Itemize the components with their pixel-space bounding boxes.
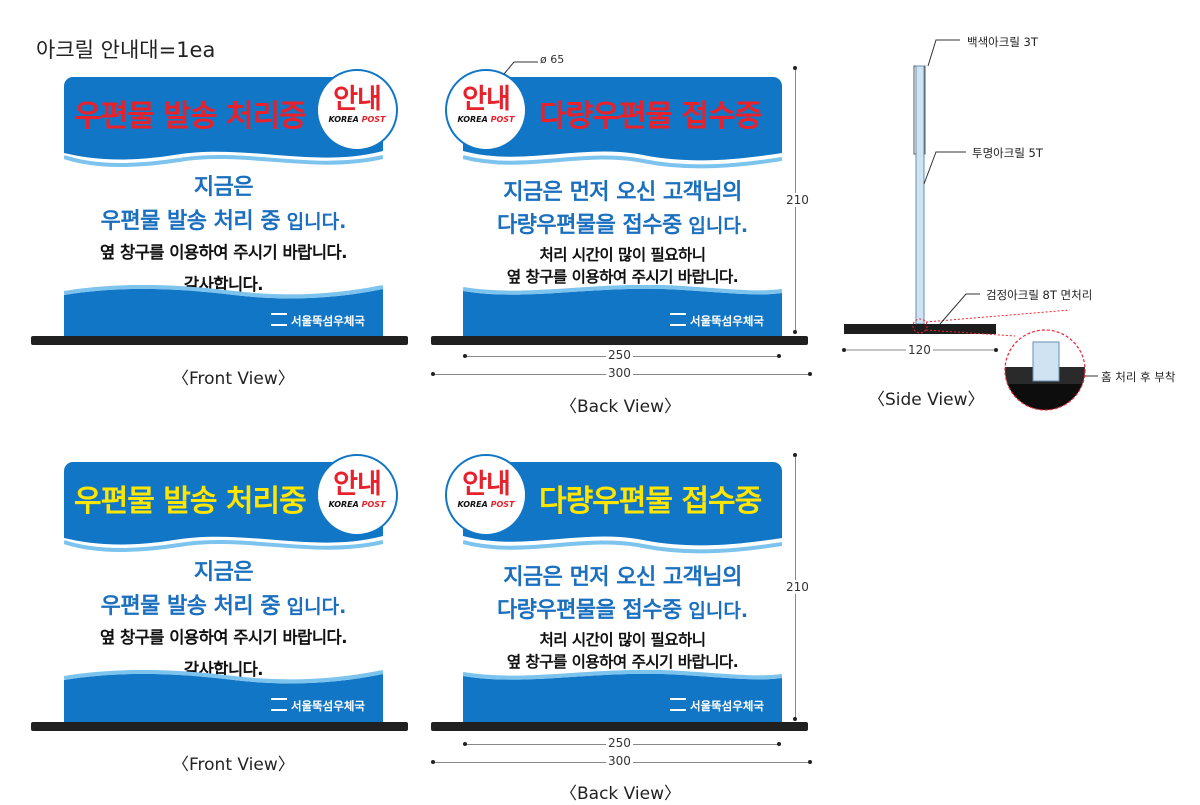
back-sign-red: 안내 KOREA POST 다량우편물 접수중 지금은 먼저 오신 고객님의 다… xyxy=(445,69,782,337)
body-line-1: 지금은 xyxy=(193,560,254,585)
dim-endpoint xyxy=(463,354,467,358)
clear-acrylic-label: 투명아크릴 5T xyxy=(972,146,1043,160)
badge-text: 안내 xyxy=(333,84,382,115)
top-wave xyxy=(64,133,383,167)
body-line-4: 옆 창구를 이용하여 주시기 바랍니다. xyxy=(506,268,739,286)
dim-endpoint xyxy=(777,742,781,746)
guide-badge: 안내 KOREA POST xyxy=(316,454,398,536)
korea-post-text: KOREA POST xyxy=(457,500,515,509)
badge-text: 안내 xyxy=(462,84,511,115)
body-line-2: 다량우편물을 접수중 입니다. xyxy=(496,213,749,238)
front-view-label: 〈Front View〉 xyxy=(172,755,295,775)
dim-endpoint xyxy=(808,760,812,764)
bottom-band xyxy=(463,688,782,722)
dim-endpoint xyxy=(808,372,812,376)
bottom-band xyxy=(64,303,383,337)
back-base xyxy=(431,336,808,345)
front-base xyxy=(31,336,408,345)
body-line-4: 옆 창구를 이용하여 주시기 바랍니다. xyxy=(506,653,739,671)
page-title: 아크릴 안내대=1ea xyxy=(36,38,216,62)
white-acrylic-label: 백색아크릴 3T xyxy=(967,35,1038,49)
inner-width-dimension: 250 xyxy=(606,348,633,362)
inner-width-dimension: 250 xyxy=(606,736,633,750)
back-base xyxy=(431,722,808,731)
sign-title: 우편물 발송 처리중 xyxy=(74,99,307,134)
dim-endpoint xyxy=(431,760,435,764)
top-wave xyxy=(463,133,782,169)
body-line-2: 우편물 발송 처리 중 입니다. xyxy=(100,594,347,619)
dim-endpoint xyxy=(463,742,467,746)
groove-label: 홈 처리 후 부착 xyxy=(1101,370,1176,384)
radius-leader-line xyxy=(503,61,538,75)
front-sign-yellow: 우편물 발송 처리중 안내 KOREA POST 지금은 우편물 발송 처리 중… xyxy=(64,454,398,722)
guide-badge: 안내 KOREA POST xyxy=(445,454,527,536)
bottom-band xyxy=(463,303,782,337)
sign-title: 다량우편물 접수중 xyxy=(539,99,762,134)
sign-title: 우편물 발송 처리중 xyxy=(74,484,307,519)
guide-badge: 안내 KOREA POST xyxy=(445,69,527,151)
outer-width-dimension: 300 xyxy=(606,366,633,380)
height-dimension: 210 xyxy=(784,580,811,594)
top-wave xyxy=(64,518,383,552)
body-line-1: 지금은 먼저 오신 고객님의 xyxy=(503,180,742,205)
front-sign-red: 우편물 발송 처리중 안내 KOREA POST 지금은 우편물 발송 처리 중… xyxy=(64,69,398,337)
height-dimension: 210 xyxy=(784,193,811,207)
footer-org: 서울뚝섬우체국 xyxy=(669,313,764,329)
back-view-label: 〈Back View〉 xyxy=(560,784,682,804)
bottom-wave xyxy=(64,670,383,690)
outer-width-dimension: 300 xyxy=(606,754,633,768)
korea-post-text: KOREA POST xyxy=(328,115,386,124)
post-logo-icon xyxy=(669,313,686,326)
front-base xyxy=(31,722,408,731)
badge-text: 안내 xyxy=(333,469,382,500)
body-line-2: 우편물 발송 처리 중 입니다. xyxy=(100,209,347,234)
body-line-1: 지금은 먼저 오신 고객님의 xyxy=(503,565,742,590)
body-line-2: 다량우편물을 접수중 입니다. xyxy=(496,598,749,623)
post-logo-icon xyxy=(669,698,686,711)
front-view-label: 〈Front View〉 xyxy=(172,369,295,389)
bottom-wave xyxy=(463,670,782,690)
footer-org: 서울뚝섬우체국 xyxy=(669,698,764,714)
body-line-3: 옆 창구를 이용하여 주시기 바랍니다. xyxy=(100,628,347,647)
sign-body: 지금은 우편물 발송 처리 중 입니다. 옆 창구를 이용하여 주시기 바랍니다… xyxy=(64,169,383,295)
body-line-3: 처리 시간이 많이 필요하니 xyxy=(539,631,706,649)
dim-endpoint xyxy=(793,330,797,334)
post-logo-icon xyxy=(270,698,287,711)
dim-endpoint xyxy=(793,66,797,70)
side-base-dimension: 120 xyxy=(906,343,933,357)
side-view-drawing xyxy=(842,39,1098,411)
top-wave xyxy=(463,518,782,554)
footer-org: 서울뚝섬우체국 xyxy=(270,313,365,329)
badge-text: 안내 xyxy=(462,469,511,500)
body-line-3: 옆 창구를 이용하여 주시기 바랍니다. xyxy=(100,243,347,262)
korea-post-text: KOREA POST xyxy=(328,500,386,509)
bottom-wave xyxy=(64,285,383,305)
post-logo-icon xyxy=(270,313,287,326)
bottom-wave xyxy=(463,285,782,305)
radius-dimension: ø 65 xyxy=(538,53,567,66)
dim-endpoint xyxy=(793,717,797,721)
guide-badge: 안내 KOREA POST xyxy=(316,69,398,151)
sign-body: 지금은 우편물 발송 처리 중 입니다. 옆 창구를 이용하여 주시기 바랍니다… xyxy=(64,554,383,680)
body-line-3: 처리 시간이 많이 필요하니 xyxy=(539,246,706,264)
back-view-label: 〈Back View〉 xyxy=(560,397,682,417)
sign-title: 다량우편물 접수중 xyxy=(539,484,762,519)
dim-endpoint xyxy=(777,354,781,358)
body-line-1: 지금은 xyxy=(193,175,254,200)
back-sign-yellow: 안내 KOREA POST 다량우편물 접수중 지금은 먼저 오신 고객님의 다… xyxy=(445,454,782,722)
dim-endpoint xyxy=(793,453,797,457)
footer-org: 서울뚝섬우체국 xyxy=(270,698,365,714)
bottom-band xyxy=(64,688,383,722)
side-view-label: 〈Side View〉 xyxy=(868,390,985,410)
dim-endpoint xyxy=(431,372,435,376)
korea-post-text: KOREA POST xyxy=(457,115,515,124)
sign-body: 지금은 먼저 오신 고객님의 다량우편물을 접수중 입니다. 처리 시간이 많이… xyxy=(463,174,782,309)
black-acrylic-label: 검정아크릴 8T 면처리 xyxy=(986,288,1093,302)
